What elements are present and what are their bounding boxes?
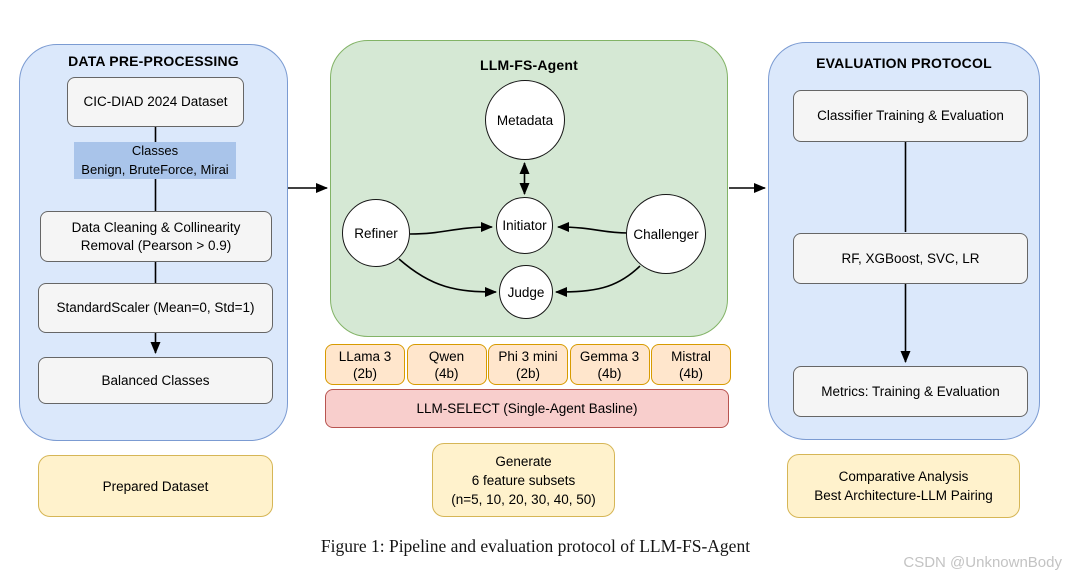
llm-chip-name: Gemma 3 xyxy=(579,348,640,364)
llm-chip-size: (4b) xyxy=(678,365,703,381)
classifier-training-box: Classifier Training & Evaluation xyxy=(793,90,1028,142)
llm-chip-name: Phi 3 mini xyxy=(498,348,558,364)
evaluation-title: EVALUATION PROTOCOL xyxy=(816,55,992,71)
llm-chip-size: (2b) xyxy=(515,365,540,381)
agent-node-refiner: Refiner xyxy=(342,199,410,267)
agent-node-challenger: Challenger xyxy=(626,194,706,274)
cleaning-box: Data Cleaning & Collinearity Removal (Pe… xyxy=(40,211,272,262)
figure-caption: Figure 1: Pipeline and evaluation protoc… xyxy=(320,536,751,556)
preprocessing-title: DATA PRE-PROCESSING xyxy=(68,53,239,69)
agent-panel-title: LLM-FS-Agent xyxy=(479,57,579,73)
llm-chip-name: Qwen xyxy=(428,348,465,364)
watermark: CSDN @UnknownBody xyxy=(903,554,1062,571)
llm-select-baseline-box: LLM-SELECT (Single-Agent Basline) xyxy=(325,389,729,428)
llm-chip-phi3mini: Phi 3 mini (2b) xyxy=(488,344,568,385)
models-box: RF, XGBoost, SVC, LR xyxy=(793,233,1028,284)
llm-chip-size: (4b) xyxy=(434,365,459,381)
agent-node-initiator: Initiator xyxy=(496,197,553,254)
metrics-box: Metrics: Training & Evaluation xyxy=(793,366,1028,417)
llm-chip-llama3: LLama 3 (2b) xyxy=(325,344,405,385)
generate-subsets-box: Generate 6 feature subsets (n=5, 10, 20,… xyxy=(432,443,615,517)
scaler-box: StandardScaler (Mean=0, Std=1) xyxy=(38,283,273,333)
llm-chip-size: (4b) xyxy=(597,365,622,381)
llm-chip-row: LLama 3 (2b) Qwen (4b) Phi 3 mini (2b) G… xyxy=(325,344,731,385)
llm-chip-size: (2b) xyxy=(352,365,377,381)
dataset-box: CIC-DIAD 2024 Dataset xyxy=(67,77,244,127)
prepared-dataset-box: Prepared Dataset xyxy=(38,455,273,517)
agent-node-metadata: Metadata xyxy=(485,80,565,160)
classes-note: Classes Benign, BruteForce, Mirai xyxy=(74,142,236,179)
llm-chip-qwen: Qwen (4b) xyxy=(406,344,487,385)
balanced-classes-box: Balanced Classes xyxy=(38,357,273,404)
comparative-analysis-box: Comparative Analysis Best Architecture-L… xyxy=(787,454,1020,518)
llm-chip-gemma3: Gemma 3 (4b) xyxy=(569,344,650,385)
llm-chip-name: LLama 3 xyxy=(338,348,392,364)
llm-chip-mistral: Mistral (4b) xyxy=(651,344,731,385)
agent-node-judge: Judge xyxy=(499,265,553,319)
llm-chip-name: Mistral xyxy=(671,348,711,364)
